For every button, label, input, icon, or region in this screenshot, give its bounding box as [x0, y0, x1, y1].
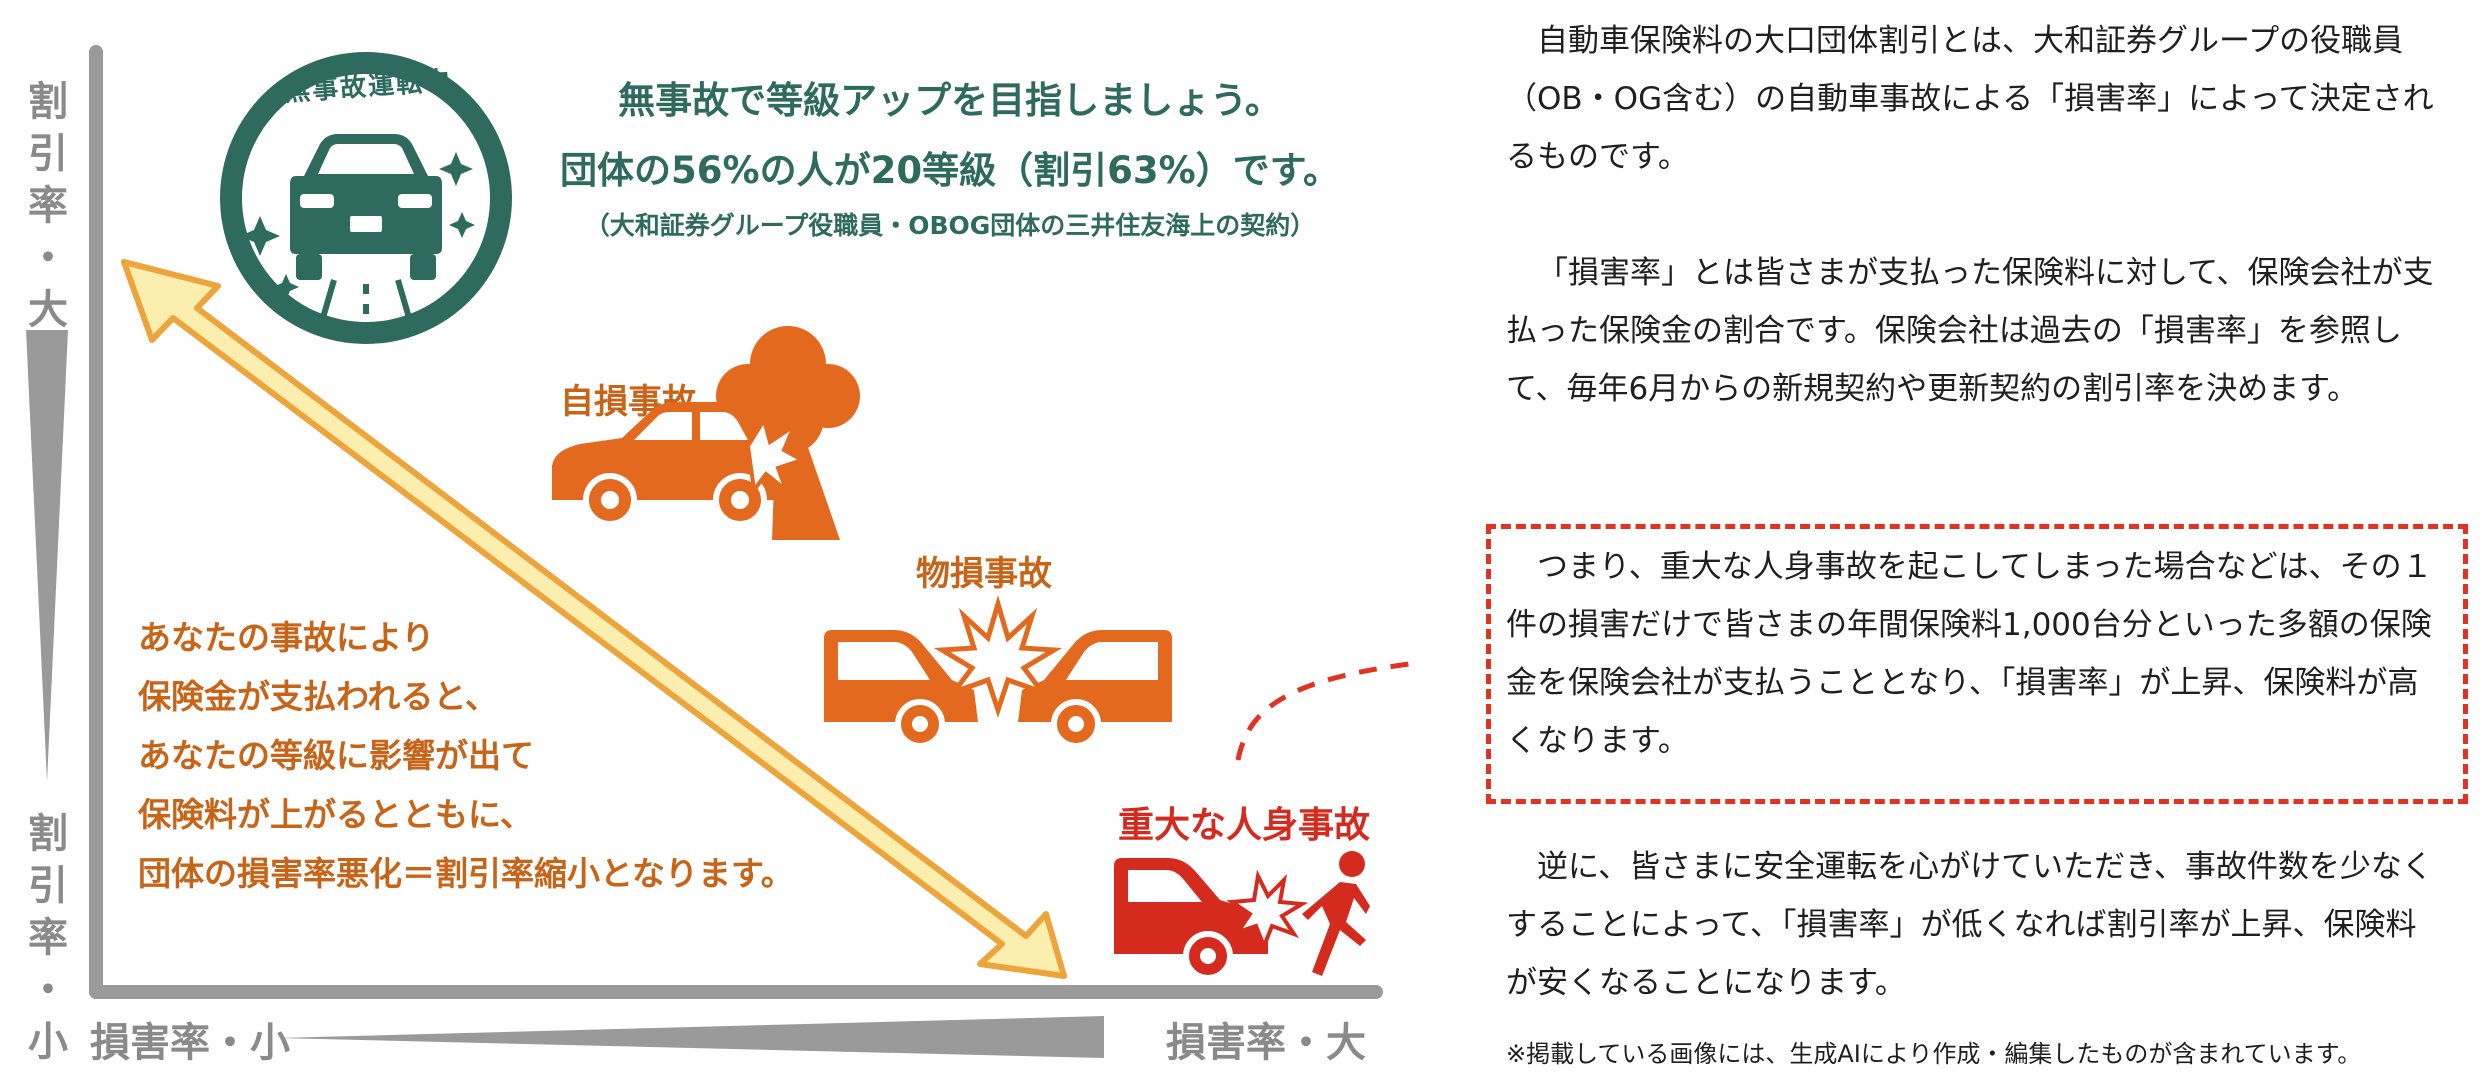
crash-burst-icon	[933, 595, 1063, 718]
pedestrian-icon	[1302, 851, 1370, 976]
x-axis-right-label: 損害率・大	[1166, 1020, 1366, 1066]
paragraph-safe-driving: 逆に、皆さまに安全運転を心がけていただき、事故件数を少なくすることによって、「損…	[1506, 849, 2433, 1001]
car-side-icon	[552, 402, 780, 527]
x-axis-wedge	[278, 1016, 1104, 1058]
headline-line2: 団体の56%の人が20等級（割引63%）です。	[560, 149, 1340, 192]
axes-graphic	[26, 45, 1420, 1058]
ai-image-note: ※掲載している画像には、生成AIにより作成・編集したものが含まれています。	[1506, 1040, 2362, 1068]
consequence-line: 保険料が上がるとともに、	[138, 795, 534, 834]
y-axis-wedge	[26, 330, 68, 782]
property-accident-illustration	[824, 595, 1172, 749]
sparkle-icon	[273, 274, 299, 300]
property-accident-label: 物損事故	[916, 554, 1052, 594]
car-right-icon	[1018, 630, 1172, 749]
headline-note: （大和証券グループ役職員・OBOG団体の三井住友海上の契約）	[584, 211, 1316, 240]
diagonal-double-arrow	[121, 259, 1067, 979]
paragraph-loss-ratio: 「損害率」とは皆さまが支払った保険料に対して、保険会社が支払った保険金の割合です…	[1506, 255, 2434, 407]
injury-accident-illustration	[1114, 851, 1370, 981]
consequence-line: 団体の損害率悪化＝割引率縮小となります。	[138, 854, 794, 893]
paragraph-major-accident: つまり、重大な人身事故を起こしてしまった場合などは、その１件の損害だけで皆さまの…	[1506, 549, 2433, 759]
tree-icon	[716, 326, 860, 540]
consequence-line: 保険金が支払われると、	[138, 677, 499, 716]
y-axis-bottom-label: 割引率・小	[28, 811, 68, 1065]
sparkle-icon	[240, 216, 280, 256]
sparkle-icon	[439, 152, 473, 186]
callout-connector	[1235, 660, 1420, 761]
highlight-box	[1486, 524, 2468, 804]
impact-icon	[745, 415, 807, 497]
sparkle-icon	[449, 212, 475, 238]
paragraph-group-discount: 自動車保険料の大口団体割引とは、大和証券グループの役職員（OB・OG含む）の自動…	[1506, 23, 2434, 175]
consequence-line: あなたの事故により	[138, 618, 435, 657]
injury-accident-label: 重大な人身事故	[1118, 805, 1371, 846]
impact-red-icon	[1226, 869, 1309, 952]
car-red-icon	[1114, 858, 1268, 981]
x-axis-left-label: 損害率・小	[90, 1020, 290, 1066]
y-axis-top-label: 割引率・大	[28, 79, 68, 333]
car-left-icon	[824, 630, 978, 749]
headline-line1: 無事故で等級アップを目指しましょう。	[618, 79, 1282, 122]
no-accident-badge	[220, 52, 512, 344]
car-front-icon	[290, 134, 442, 280]
self-accident-illustration	[552, 326, 860, 540]
consequence-text: あなたの事故により 保険金が支払われると、 あなたの等級に影響が出て 保険料が上…	[138, 608, 794, 903]
consequence-line: あなたの等級に影響が出て	[138, 736, 534, 775]
